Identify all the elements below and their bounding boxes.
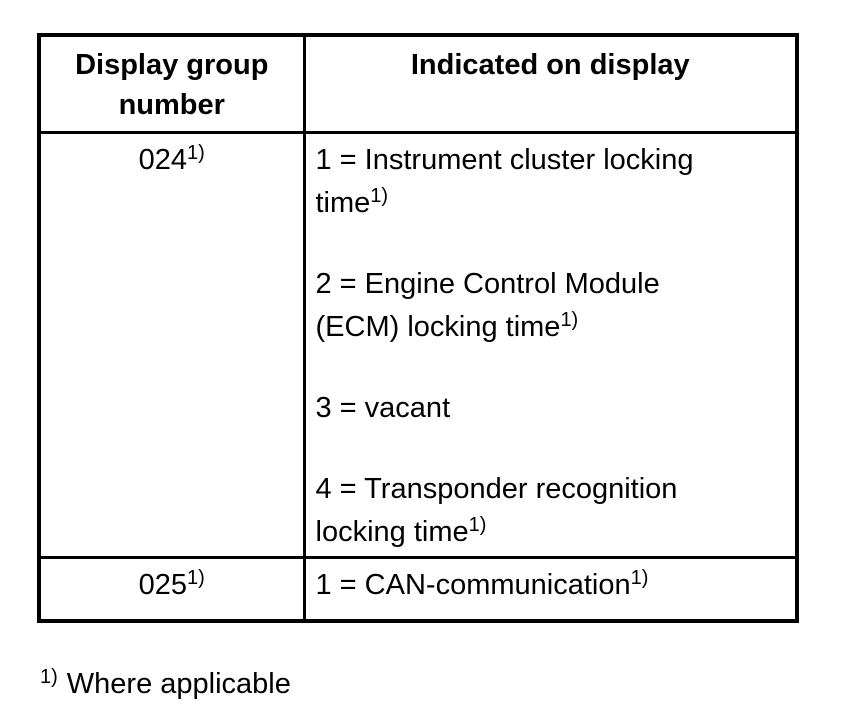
indicated-item: 3 = vacant bbox=[316, 387, 788, 430]
header-indicated-on-display: Indicated on display bbox=[302, 33, 799, 134]
indicated-item: 4 = Transponder recognition locking time… bbox=[316, 468, 788, 554]
indicated-item: 1 = CAN-communication1) bbox=[316, 564, 788, 607]
footnote-marker-ref: 1) bbox=[468, 513, 487, 536]
footnote: 1) Where applicable bbox=[40, 663, 291, 706]
footnote-marker: 1) bbox=[40, 666, 58, 689]
indicated-cell: 1 = CAN-communication1) bbox=[302, 555, 799, 623]
indicated-item-text: 3 = vacant bbox=[315, 391, 451, 424]
indicated-item-text: 1 = CAN-communication bbox=[315, 568, 631, 601]
group-number-value: 025 bbox=[138, 568, 188, 601]
table-header-row: Display group number Indicated on displa… bbox=[37, 33, 799, 134]
group-number-cell: 0251) bbox=[37, 555, 306, 623]
indicated-item: 2 = Engine Control Module (ECM) locking … bbox=[316, 263, 788, 349]
display-group-table: Display group number Indicated on displa… bbox=[37, 33, 799, 623]
indicated-item-text: 2 = Engine Control Module (ECM) locking … bbox=[315, 267, 660, 343]
table-row-024: 0241) 1 = Instrument cluster locking tim… bbox=[37, 130, 799, 559]
footnote-text: Where applicable bbox=[66, 668, 291, 700]
indicated-cell: 1 = Instrument cluster locking time1) 2 … bbox=[302, 130, 799, 559]
header-display-group-number: Display group number bbox=[37, 33, 306, 134]
footnote-marker-ref: 1) bbox=[630, 566, 649, 589]
header-display-group-number-label: Display group number bbox=[75, 49, 269, 121]
footnote-marker-ref: 1) bbox=[187, 141, 205, 164]
footnote-marker-ref: 1) bbox=[187, 566, 205, 589]
group-number-cell: 0241) bbox=[37, 130, 306, 559]
indicated-item: 1 = Instrument cluster locking time1) bbox=[316, 139, 788, 225]
group-number-value: 024 bbox=[138, 143, 188, 176]
table-row-025: 0251) 1 = CAN-communication1) bbox=[37, 555, 799, 623]
indicated-item-text: 1 = Instrument cluster locking time bbox=[315, 143, 694, 219]
indicated-item-text: 4 = Transponder recognition locking time bbox=[315, 472, 678, 548]
footnote-marker-ref: 1) bbox=[560, 308, 579, 331]
header-indicated-on-display-label: Indicated on display bbox=[410, 49, 690, 81]
footnote-marker-ref: 1) bbox=[370, 184, 389, 207]
